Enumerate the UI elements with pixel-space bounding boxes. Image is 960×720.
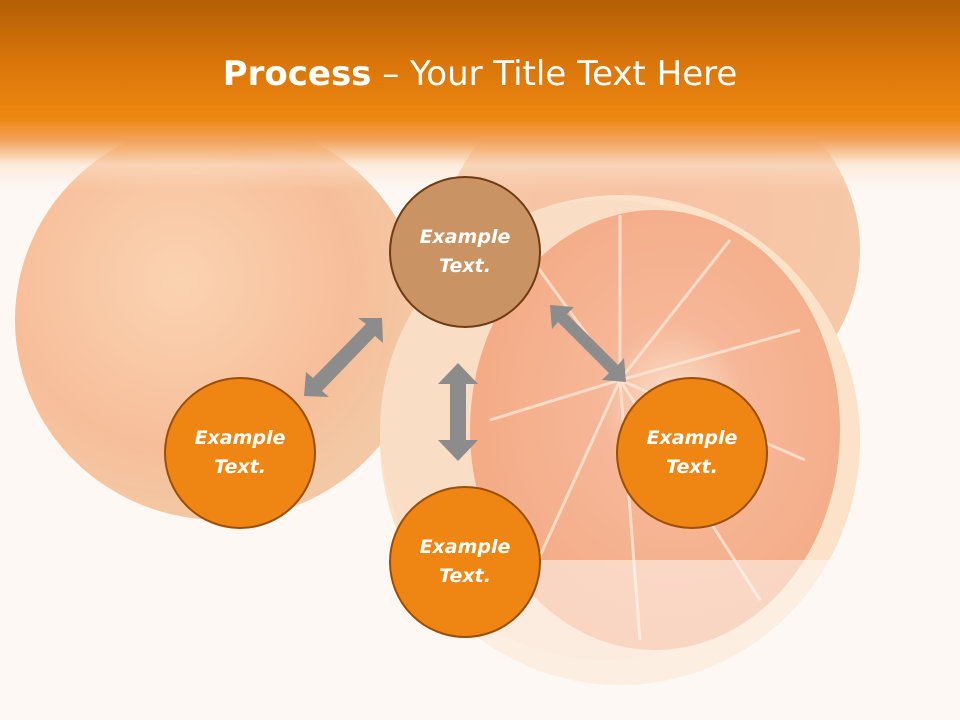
arrow-vertical [438,363,478,461]
arrow-top-right [550,305,626,382]
title-bold: Process [222,54,372,94]
header-band [0,0,960,190]
title-rest: – Your Title Text Here [371,54,738,94]
slide-title[interactable]: Process – Your Title Text Here [0,48,960,100]
arrow-top-left [304,318,383,397]
